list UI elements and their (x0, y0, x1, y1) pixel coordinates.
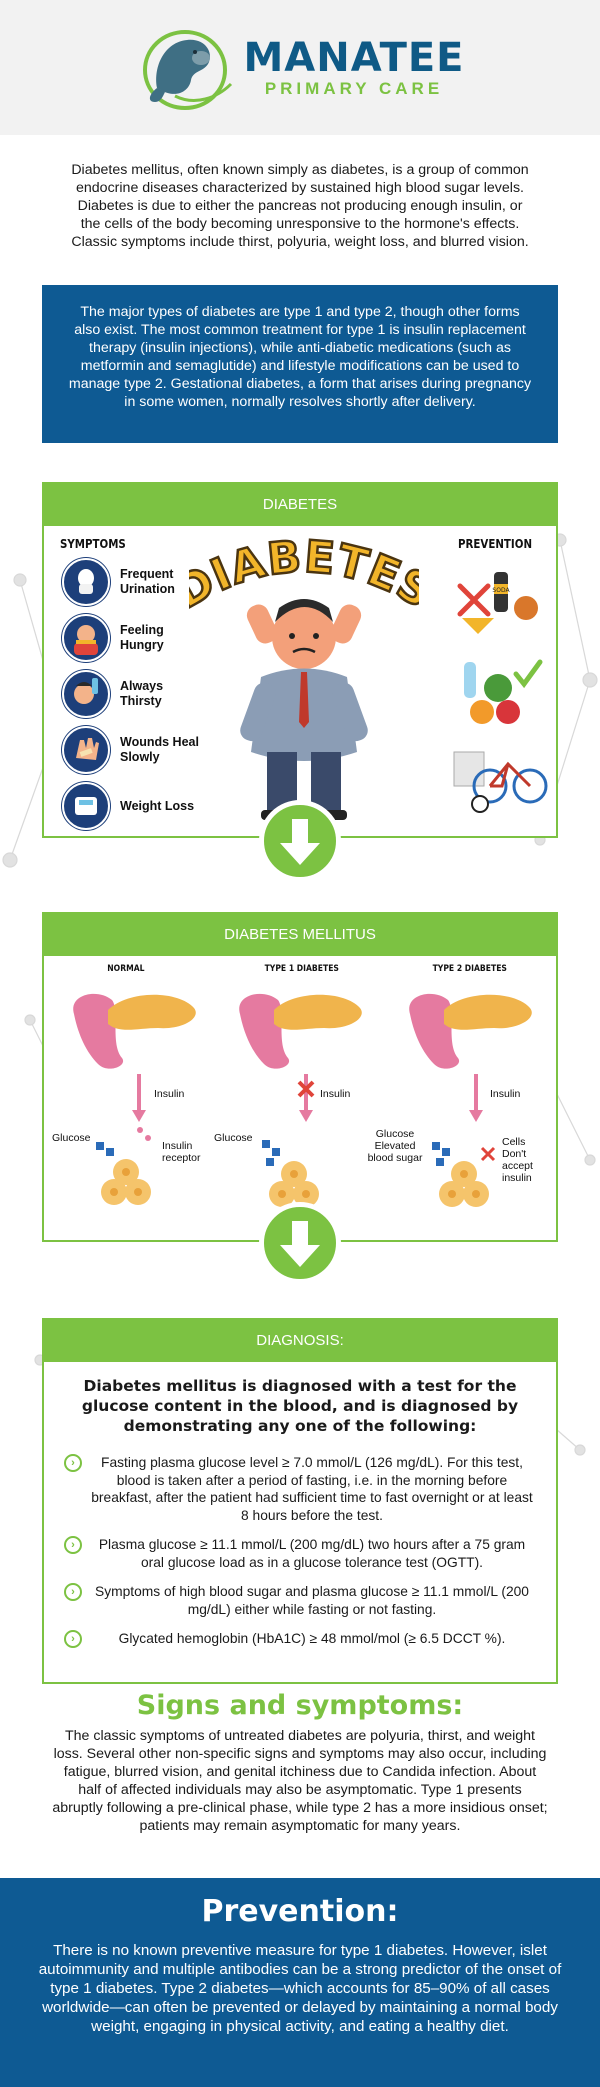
prevention-heading: Prevention: (201, 1894, 399, 1929)
diagnosis-panel: DIAGNOSIS: Diabetes mellitus is diagnose… (42, 1318, 558, 1684)
signs-title: Signs and symptoms: (136, 1690, 464, 1721)
diagnosis-intro: Diabetes mellitus is diagnosed with a te… (81, 1377, 519, 1435)
insulin-label-normal: Insulin (154, 1088, 185, 1100)
symptoms-title: SYMPTOMS (60, 536, 126, 551)
symptom-label: Frequent Urination (120, 567, 175, 596)
prevention-body: There is no known preventive measure for… (38, 1942, 562, 2035)
diagnosis-criterion: › Fasting plasma glucose level ≥ 7.0 mmo… (64, 1454, 536, 1524)
symptom-label: Weight Loss (120, 798, 195, 813)
signs-body: The classic symptoms of untreated diabet… (52, 1728, 548, 1834)
chevron-check-icon: › (64, 1630, 82, 1648)
types-box: The major types of diabetes are type 1 a… (42, 285, 558, 443)
down-arrow-icon (259, 800, 341, 882)
symptom-frequent-urination: Frequent Urination (62, 558, 200, 606)
diabetes-character-illustration: DIABETES (189, 532, 419, 820)
column-title-normal: NORMAL (107, 964, 145, 974)
diabetes-panel-heading: DIABETES (44, 484, 556, 526)
insulin-receptor-label: Insulin receptor (162, 1140, 201, 1164)
toilet-icon (62, 558, 110, 606)
diagnosis-criterion: › Glycated hemoglobin (HbA1C) ≥ 48 mmol/… (64, 1630, 536, 1648)
manatee-logo-icon (143, 29, 233, 110)
prevention-section: Prevention: There is no known preventive… (0, 1878, 600, 2087)
symptom-label: Always Thirsty (120, 679, 164, 708)
symptom-wounds-heal-slowly: Wounds Heal Slowly (62, 726, 200, 774)
diabetes-mellitus-panel: DIABETES MELLITUS NORMAL TYPE 1 DIABETES… (42, 912, 558, 1242)
symptom-weight-loss: Weight Loss (62, 782, 200, 830)
symptom-label: Wounds Heal Slowly (120, 735, 199, 764)
diagnosis-criterion: › Symptoms of high blood sugar and plasm… (64, 1583, 536, 1618)
insulin-label-type2: Insulin (490, 1088, 521, 1100)
mellitus-panel-heading: DIABETES MELLITUS (44, 914, 556, 956)
intro-text: Diabetes mellitus, often known simply as… (71, 162, 529, 250)
pancreas-comparison-illustration (73, 993, 532, 1207)
prevention-junk-food-crossed-icon: SODA (454, 564, 544, 647)
insulin-label-type1: Insulin (320, 1088, 351, 1100)
diagnosis-criteria-list: › Fasting plasma glucose level ≥ 7.0 mmo… (44, 1436, 556, 1648)
down-arrow-icon (259, 1202, 341, 1284)
brand-name: MANATEE (243, 34, 465, 81)
signs-section: Signs and symptoms: The classic symptoms… (0, 1690, 600, 1835)
soda-label: SODA (492, 587, 510, 594)
prevention-healthy-food-check-icon (454, 652, 544, 739)
column-title-type2: TYPE 2 DIABETES (432, 964, 507, 974)
prevention-title: PREVENTION (458, 536, 533, 551)
brand-tagline: PRIMARY CARE (264, 78, 444, 98)
symptom-feeling-hungry: Feeling Hungry (62, 614, 200, 662)
symptom-always-thirsty: Always Thirsty (62, 670, 200, 718)
column-title-type1: TYPE 1 DIABETES (264, 964, 339, 974)
diagnosis-panel-heading: DIAGNOSIS: (44, 1320, 556, 1362)
cells-dont-accept-label: Cells Don't accept insulin (502, 1136, 533, 1184)
prevention-exercise-bicycle-icon (450, 744, 550, 819)
thirsty-person-icon (62, 670, 110, 718)
logo[interactable]: MANATEE PRIMARY CARE (135, 18, 464, 118)
symptom-label: Feeling Hungry (120, 623, 164, 652)
chevron-check-icon: › (64, 1536, 82, 1554)
diabetes-panel: DIABETES SYMPTOMS PREVENTION Frequent Ur… (42, 482, 558, 838)
bandaged-hand-icon (62, 726, 110, 774)
glucose-label-type1: Glucose (214, 1132, 253, 1144)
glucose-elevated-label: Glucose Elevated blood sugar (367, 1128, 423, 1164)
chevron-check-icon: › (64, 1583, 82, 1601)
header: MANATEE PRIMARY CARE (0, 0, 600, 135)
scale-icon (62, 782, 110, 830)
hungry-person-icon (62, 614, 110, 662)
chevron-check-icon: › (64, 1454, 82, 1472)
diagnosis-criterion: › Plasma glucose ≥ 11.1 mmol/L (200 mg/d… (64, 1536, 536, 1571)
glucose-label-normal: Glucose (52, 1132, 91, 1144)
